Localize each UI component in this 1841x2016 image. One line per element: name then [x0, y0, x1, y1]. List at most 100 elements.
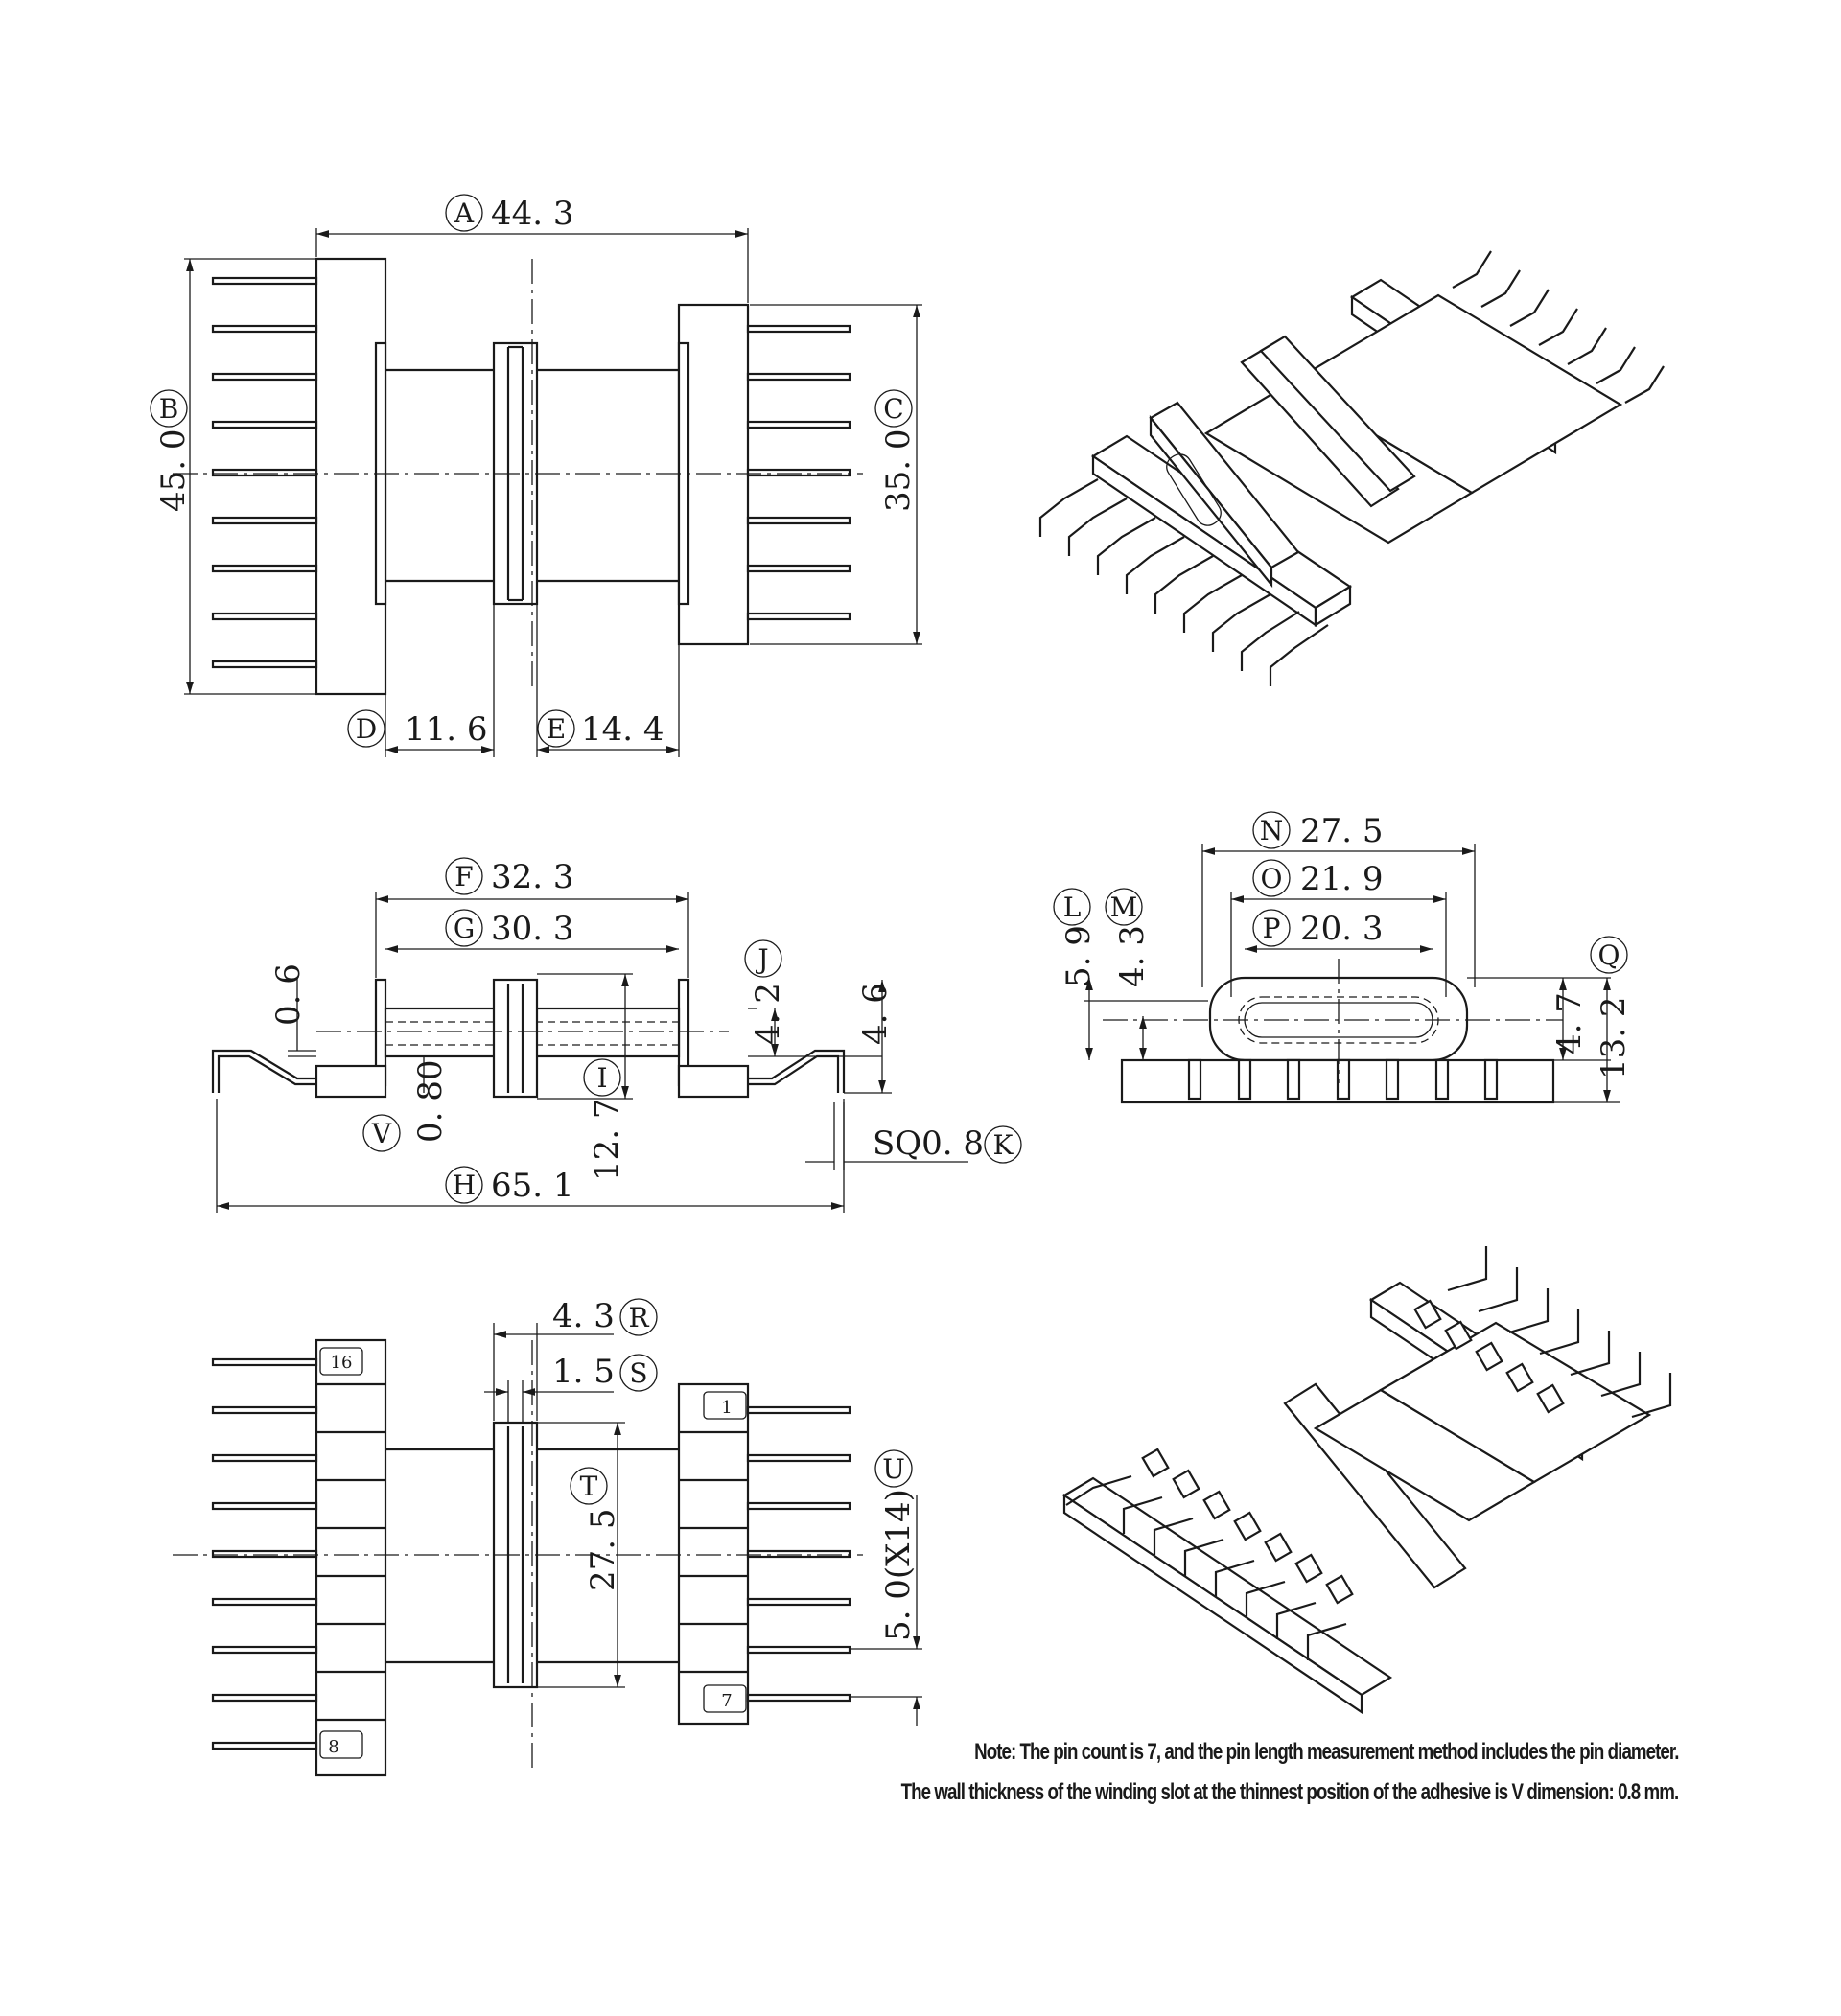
svg-text:I: I: [596, 1062, 607, 1094]
note-line-2: The wall thickness of the winding slot a…: [900, 1779, 1679, 1805]
right-flange-segments: [679, 1430, 748, 1674]
svg-text:45. 0: 45. 0: [154, 429, 193, 512]
dim-t-label: T 27. 5: [570, 1467, 622, 1591]
svg-text:A: A: [454, 197, 475, 229]
iso-rear-pins: [1452, 250, 1665, 404]
svg-text:5. 9: 5. 9: [1060, 925, 1098, 987]
dim-side-height-label: 4. 6: [856, 983, 895, 1045]
svg-text:R: R: [628, 1302, 649, 1333]
svg-text:SQ0. 8: SQ0. 8: [873, 1124, 984, 1163]
dim-d-label: D 11. 6: [347, 709, 488, 749]
svg-text:0. 80: 0. 80: [411, 1059, 450, 1143]
dim-h-label: H 65. 1: [445, 1166, 574, 1205]
svg-text:30. 3: 30. 3: [491, 910, 574, 948]
svg-text:U: U: [882, 1453, 905, 1485]
dim-j-label: J 4. 2: [744, 939, 787, 1045]
svg-text:O: O: [1261, 863, 1283, 894]
svg-text:Q: Q: [1598, 939, 1620, 971]
dim-v-label: V 0. 80: [362, 1059, 450, 1152]
top-view: A 44. 3 B 45. 0 C 35. 0 D 11. 6 E 14. 4: [150, 194, 922, 757]
dim-e-label: E 14. 4: [537, 709, 664, 749]
svg-text:44. 3: 44. 3: [491, 195, 574, 233]
svg-text:32. 3: 32. 3: [491, 858, 574, 896]
dim-pin-gap-label: 0. 6: [269, 963, 308, 1026]
right-pins: [746, 324, 851, 621]
side-view: F 32. 3 G 30. 3 H 65. 1 SQ0. 8 K I 12. 7…: [211, 857, 1022, 1213]
end-view-pins: [1187, 1058, 1499, 1101]
svg-text:L: L: [1063, 892, 1082, 923]
svg-text:J: J: [755, 943, 768, 975]
dim-n-label: N 27. 5: [1252, 811, 1384, 850]
bottom-right-pins: [746, 1405, 851, 1703]
svg-text:T: T: [580, 1471, 598, 1502]
iso-front-pins: [1038, 478, 1329, 686]
svg-text:P: P: [1263, 913, 1281, 944]
isometric-view-bottom: [1061, 1246, 1672, 1715]
svg-text:C: C: [883, 393, 903, 425]
isometric-view-top: [1038, 250, 1665, 686]
dim-q-label: Q 4. 7: [1550, 936, 1628, 1054]
right-flange: [677, 303, 750, 646]
dim-c-label: C 35. 0: [874, 389, 918, 512]
pin-number-16: 16: [331, 1353, 353, 1373]
note-line-1: Note: The pin count is 7, and the pin le…: [973, 1739, 1679, 1765]
svg-text:4. 3: 4. 3: [552, 1297, 615, 1335]
iso-bottom-teeth-upper: [1413, 1299, 1565, 1414]
left-pins: [211, 276, 318, 669]
svg-text:4. 7: 4. 7: [1550, 992, 1589, 1054]
svg-text:5. 0(X14): 5. 0(X14): [879, 1489, 918, 1641]
dim-end-height-label: 13. 2: [1595, 996, 1633, 1079]
dim-i-label: I 12. 7: [583, 1058, 626, 1181]
svg-text:4. 6: 4. 6: [856, 983, 895, 1045]
dim-u-label: U 5. 0(X14): [874, 1449, 918, 1641]
dim-o-label: O 21. 9: [1252, 859, 1384, 898]
dim-p-label: P 20. 3: [1252, 909, 1384, 948]
dim-l-label: L 5. 9: [1053, 888, 1098, 987]
svg-text:B: B: [159, 393, 179, 425]
dim-b-label: B 45. 0: [150, 389, 193, 512]
dim-s-label: 1. 5 S: [552, 1353, 658, 1392]
svg-text:G: G: [454, 913, 475, 944]
dim-f-label: F 32. 3: [445, 857, 574, 896]
svg-text:N: N: [1260, 815, 1284, 846]
svg-text:1. 5: 1. 5: [552, 1353, 615, 1391]
svg-text:0. 6: 0. 6: [269, 963, 308, 1026]
svg-text:12. 7: 12. 7: [588, 1098, 626, 1181]
svg-text:27. 5: 27. 5: [1300, 812, 1384, 850]
svg-text:D: D: [356, 713, 377, 745]
bottom-left-pins: [211, 1357, 318, 1750]
iso-bottom-teeth-lower: [1141, 1448, 1354, 1605]
svg-text:M: M: [1110, 892, 1138, 923]
svg-text:13. 2: 13. 2: [1595, 996, 1633, 1079]
svg-text:V: V: [371, 1118, 392, 1149]
svg-text:S: S: [629, 1357, 647, 1389]
bottom-view: 16 8 1 7: [173, 1297, 922, 1777]
left-flange-segments: [316, 1382, 385, 1722]
svg-text:14. 4: 14. 4: [581, 710, 664, 749]
svg-text:20. 3: 20. 3: [1300, 910, 1384, 948]
svg-text:K: K: [993, 1129, 1014, 1161]
svg-text:65. 1: 65. 1: [491, 1167, 574, 1205]
dim-g-label: G 30. 3: [445, 909, 574, 948]
iso-bottom-pins-upper: [1447, 1246, 1672, 1419]
svg-text:E: E: [547, 713, 566, 745]
svg-text:11. 6: 11. 6: [405, 710, 488, 749]
dim-a-label: A 44. 3: [445, 194, 574, 233]
svg-text:4. 3: 4. 3: [1113, 925, 1152, 987]
dim-r-label: 4. 3 R: [552, 1297, 658, 1336]
end-view: N 27. 5 O 21. 9 P 20. 3 L 5. 9 M 4. 3 Q …: [1053, 811, 1633, 1104]
pin-number-1: 1: [721, 1398, 732, 1418]
dim-m-label: M 4. 3: [1105, 888, 1152, 987]
svg-text:H: H: [453, 1170, 476, 1201]
pin-number-8: 8: [328, 1737, 338, 1757]
svg-text:F: F: [454, 861, 473, 892]
dim-k-label: SQ0. 8 K: [873, 1124, 1022, 1164]
svg-text:35. 0: 35. 0: [879, 429, 918, 512]
pin-number-7: 7: [721, 1691, 732, 1711]
left-flange: [315, 257, 387, 696]
svg-text:21. 9: 21. 9: [1300, 860, 1384, 898]
svg-text:4. 2: 4. 2: [749, 983, 787, 1045]
svg-text:27. 5: 27. 5: [584, 1508, 622, 1591]
iso-bottom-pins-lower: [1065, 1474, 1347, 1660]
